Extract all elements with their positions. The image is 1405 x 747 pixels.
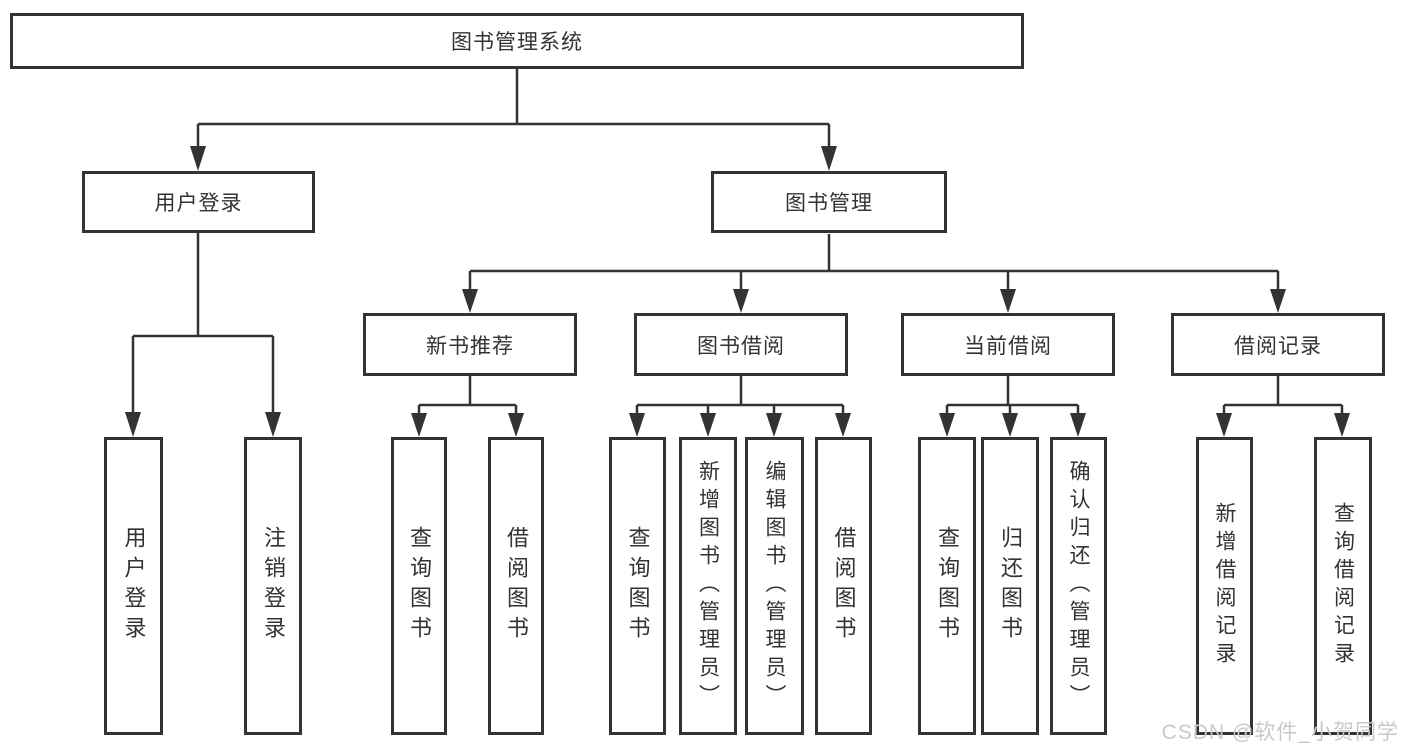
leaf-logout: 注销登录 <box>244 437 302 735</box>
node-label: 注销登录 <box>261 526 286 646</box>
node-label: 查询图书 <box>935 526 960 646</box>
leaf-query-books-borrow: 查询图书 <box>609 437 666 735</box>
node-root-library-system: 图书管理系统 <box>10 13 1024 69</box>
leaf-query-books-recommend: 查询图书 <box>391 437 447 735</box>
leaf-borrow-books-recommend: 借阅图书 <box>488 437 544 735</box>
node-label: 查询图书 <box>407 526 432 646</box>
leaf-edit-books-admin: 编辑图书（管理员） <box>745 437 804 735</box>
node-label: 用户登录 <box>121 526 147 646</box>
node-label: 用户登录 <box>154 192 243 215</box>
node-user-login: 用户登录 <box>82 171 315 233</box>
leaf-return-books: 归还图书 <box>981 437 1039 735</box>
node-label: 借阅记录 <box>1234 334 1322 358</box>
node-label: 借阅图书 <box>504 526 529 646</box>
leaf-confirm-return-admin: 确认归还（管理员） <box>1050 437 1107 735</box>
node-label: 借阅图书 <box>831 526 857 646</box>
node-label: 查询借阅记录 <box>1331 502 1355 670</box>
node-book-borrow: 图书借阅 <box>634 313 848 376</box>
node-new-book-recommend: 新书推荐 <box>363 313 577 376</box>
node-label: 新增借阅记录 <box>1213 502 1236 670</box>
leaf-add-books-admin: 新增图书（管理员） <box>679 437 737 735</box>
leaf-borrow-books: 借阅图书 <box>815 437 872 735</box>
leaf-query-borrow-record: 查询借阅记录 <box>1314 437 1372 735</box>
leaf-add-borrow-record: 新增借阅记录 <box>1196 437 1253 735</box>
node-label: 编辑图书（管理员） <box>763 460 786 712</box>
node-borrow-records: 借阅记录 <box>1171 313 1385 376</box>
leaf-query-books-current: 查询图书 <box>918 437 976 735</box>
node-label: 新书推荐 <box>426 334 514 358</box>
node-label: 图书借阅 <box>697 334 785 358</box>
node-label: 图书管理系统 <box>451 31 583 54</box>
node-label: 当前借阅 <box>964 334 1052 358</box>
node-label: 查询图书 <box>625 526 651 646</box>
node-label: 图书管理 <box>785 192 873 215</box>
node-label: 新增图书（管理员） <box>696 460 720 712</box>
node-label: 归还图书 <box>998 526 1023 646</box>
node-book-management: 图书管理 <box>711 171 947 233</box>
watermark: CSDN @软件_小贺同学 <box>1161 721 1399 744</box>
node-label: 确认归还（管理员） <box>1067 460 1090 712</box>
node-current-borrow: 当前借阅 <box>901 313 1115 376</box>
arrowhead-icons <box>125 146 1350 437</box>
leaf-user-login: 用户登录 <box>104 437 163 735</box>
